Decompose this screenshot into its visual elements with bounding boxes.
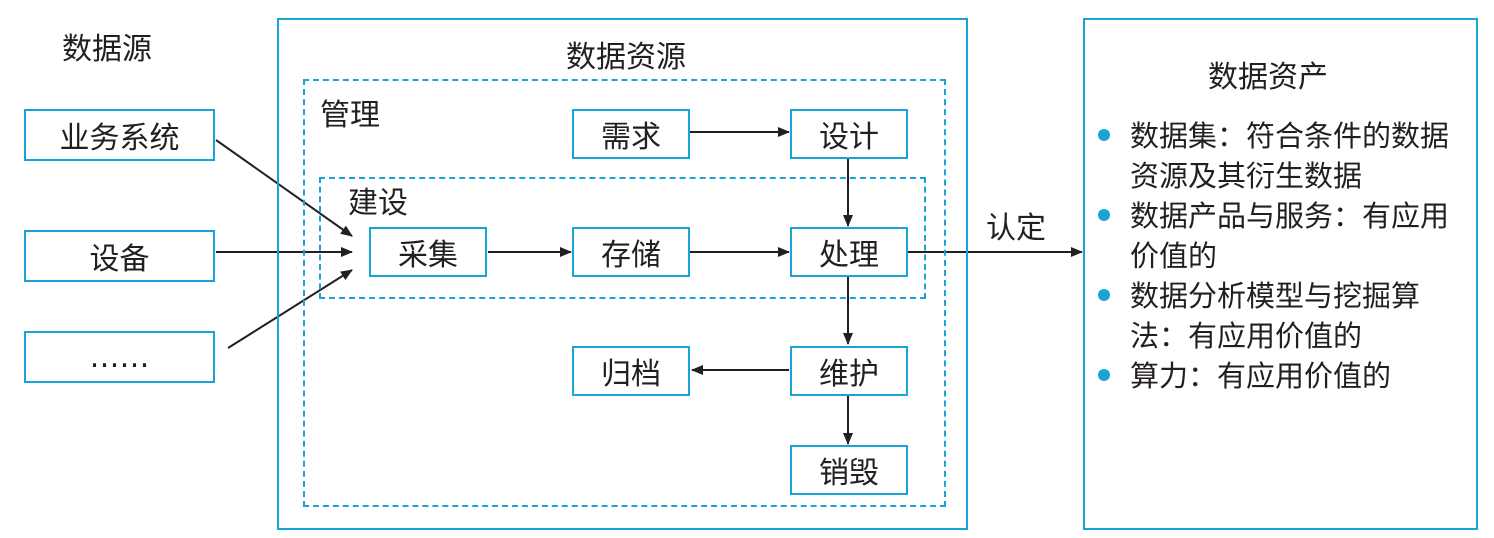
resource-panel	[277, 18, 968, 530]
node-maintain: 维护	[790, 346, 908, 396]
node-destroy: 销毁	[790, 445, 908, 495]
construction-label: 建设	[348, 186, 408, 221]
node-archive: 归档	[572, 346, 690, 396]
sources-title: 数据源	[62, 32, 152, 67]
node-collect: 采集	[369, 227, 487, 277]
asset-panel	[1083, 18, 1478, 530]
source-device: 设备	[24, 230, 215, 282]
resource-title: 数据资源	[566, 40, 686, 75]
asset-item: 数据产品与服务：有应用价值的	[1096, 196, 1468, 276]
node-demand: 需求	[572, 109, 690, 159]
management-label: 管理	[320, 98, 380, 133]
source-other: ……	[24, 331, 215, 383]
construction-region	[319, 177, 926, 299]
node-design: 设计	[790, 109, 908, 159]
asset-item: 数据集：符合条件的数据资源及其衍生数据	[1096, 116, 1468, 196]
node-store: 存储	[572, 227, 690, 277]
bullet-icon	[1098, 209, 1110, 221]
asset-item: 算力：有应用价值的	[1096, 356, 1468, 396]
asset-list: 数据集：符合条件的数据资源及其衍生数据 数据产品与服务：有应用价值的 数据分析模…	[1096, 116, 1468, 396]
asset-title: 数据资产	[1208, 60, 1328, 95]
bullet-icon	[1098, 369, 1110, 381]
source-business-system: 业务系统	[24, 109, 215, 161]
node-process: 处理	[790, 227, 908, 277]
management-region	[303, 79, 946, 507]
confirm-label: 认定	[986, 211, 1046, 246]
asset-item: 数据分析模型与挖掘算法：有应用价值的	[1096, 276, 1468, 356]
arrow-business-to-collect	[215, 139, 353, 237]
bullet-icon	[1098, 289, 1110, 301]
arrow-other-to-collect	[227, 269, 353, 349]
bullet-icon	[1098, 129, 1110, 141]
